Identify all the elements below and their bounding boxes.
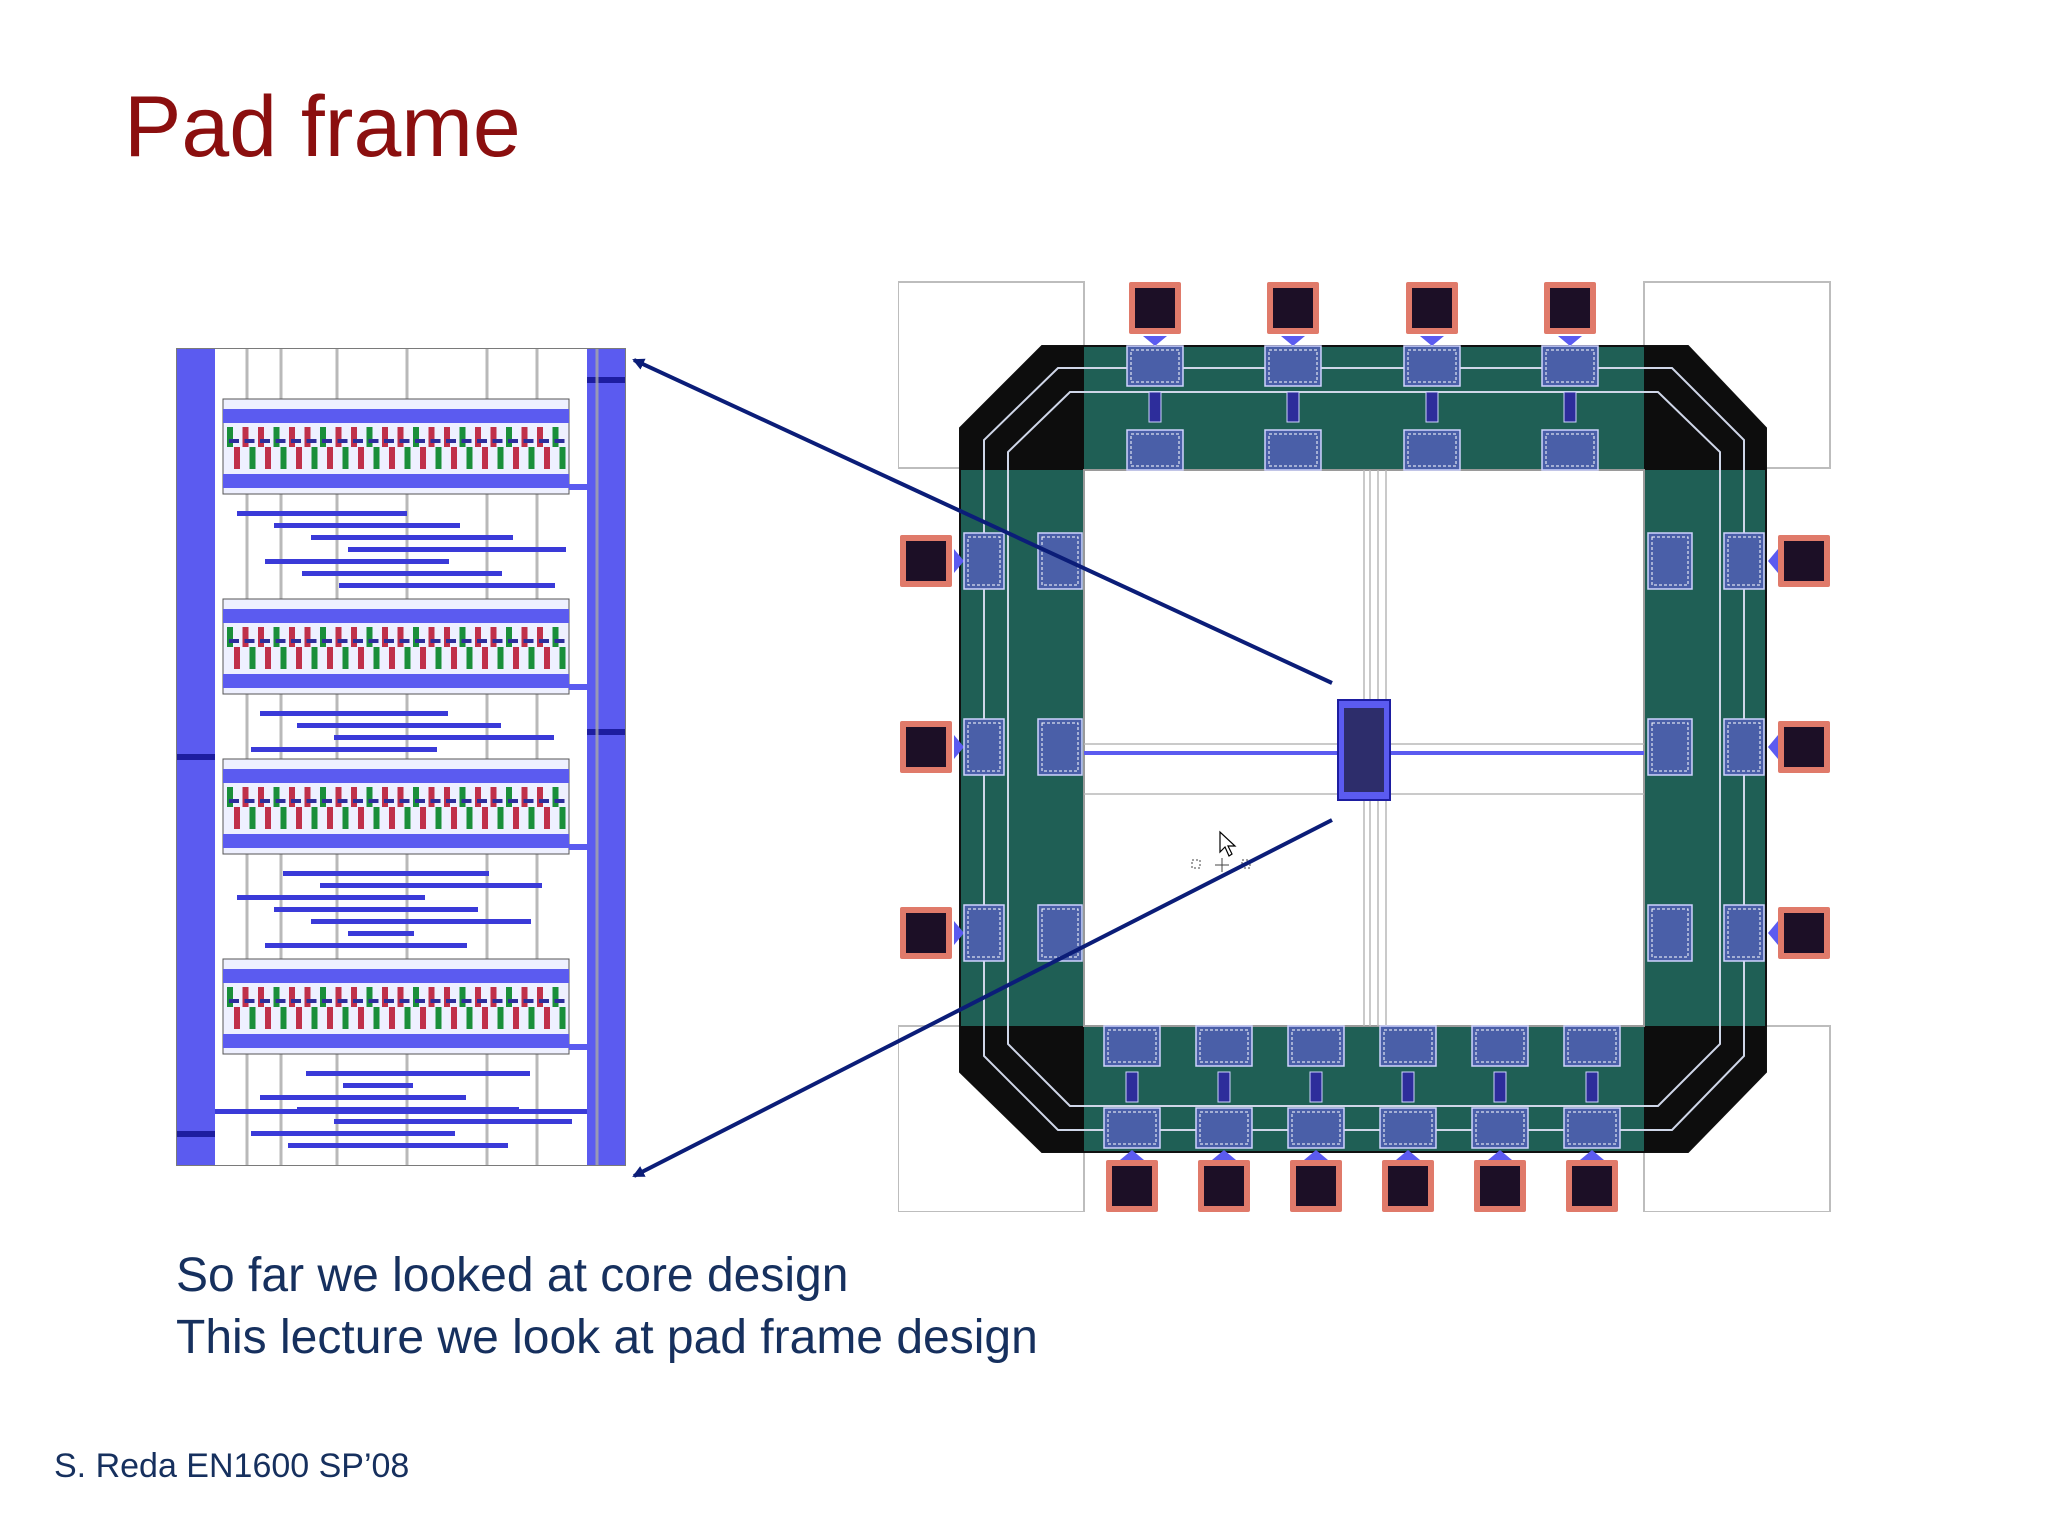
bond-pad <box>1474 1160 1526 1212</box>
bond-pad <box>1406 282 1458 334</box>
io-cell <box>1471 1107 1529 1149</box>
bond-pad <box>1566 1160 1618 1212</box>
io-cell <box>1103 1107 1161 1149</box>
bullet-item: So far we looked at core design <box>176 1249 849 1302</box>
io-cell <box>1103 1025 1161 1067</box>
io-cell <box>1471 1025 1529 1067</box>
io-cell <box>963 718 1005 776</box>
io-cell <box>1647 904 1693 962</box>
io-cell <box>963 904 1005 962</box>
bond-pad <box>1106 1160 1158 1212</box>
io-cell <box>1563 1107 1621 1149</box>
bullet-item: This lecture we look at pad frame design <box>176 1311 1038 1364</box>
io-cell <box>1403 345 1461 387</box>
bond-pad <box>1129 282 1181 334</box>
io-cell <box>1723 718 1765 776</box>
slide-title: Pad frame <box>124 79 521 175</box>
chip-pad-frame-layout <box>898 281 1831 1212</box>
io-cell <box>1037 532 1083 590</box>
io-cell <box>1264 429 1322 471</box>
bond-pad <box>900 907 952 959</box>
bond-pad <box>1778 907 1830 959</box>
bullet-list: So far we looked at core design This lec… <box>176 1245 1038 1369</box>
standard-cell-row <box>222 598 570 695</box>
io-cell <box>1379 1025 1437 1067</box>
bond-pad <box>1382 1160 1434 1212</box>
bond-pad <box>900 721 952 773</box>
standard-cell-row <box>222 958 570 1055</box>
right-power-rail <box>587 349 625 1165</box>
standard-cell-row <box>222 398 570 495</box>
io-cell <box>1723 904 1765 962</box>
io-cell <box>1403 429 1461 471</box>
io-cell <box>1647 718 1693 776</box>
io-cell <box>1126 345 1184 387</box>
bond-pad <box>1778 535 1830 587</box>
io-cell <box>1126 429 1184 471</box>
io-cell <box>1647 532 1693 590</box>
io-cell <box>1195 1025 1253 1067</box>
io-cell <box>1723 532 1765 590</box>
io-cell <box>1287 1107 1345 1149</box>
io-cell <box>1037 904 1083 962</box>
bond-pad <box>1267 282 1319 334</box>
zoomed-core-layout <box>176 348 626 1166</box>
io-cell <box>1379 1107 1437 1149</box>
io-cell <box>1541 429 1599 471</box>
io-cell <box>1264 345 1322 387</box>
footer-credit: S. Reda EN1600 SP’08 <box>54 1447 410 1485</box>
io-cell <box>963 532 1005 590</box>
bond-pad <box>1778 721 1830 773</box>
bond-pad <box>1290 1160 1342 1212</box>
io-cell <box>1563 1025 1621 1067</box>
io-cell <box>1037 718 1083 776</box>
io-cell <box>1195 1107 1253 1149</box>
bond-pad <box>1544 282 1596 334</box>
io-cell <box>1287 1025 1345 1067</box>
bond-pad <box>1198 1160 1250 1212</box>
bond-pad <box>900 535 952 587</box>
io-cell <box>1541 345 1599 387</box>
standard-cell-row <box>222 758 570 855</box>
